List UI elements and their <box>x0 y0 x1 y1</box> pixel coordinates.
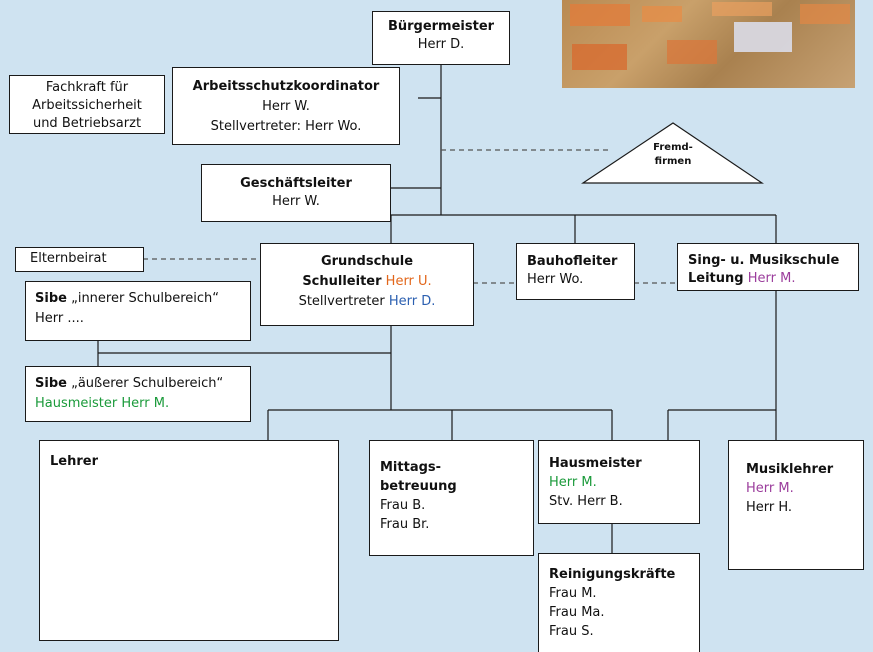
sibe-outer-scope: „äußerer Schulbereich“ <box>71 376 224 391</box>
geschaeftsleiter-box: Geschäftsleiter Herr W. <box>201 164 391 222</box>
hausmeister-name: Herr M. <box>549 475 597 490</box>
grundschule-leader-label: Schulleiter <box>302 274 382 289</box>
arbeitsschutz-title: Arbeitsschutzkoordinator <box>192 79 380 94</box>
hausmeister-box: Hausmeister Herr M. Stv. Herr B. <box>538 440 700 524</box>
sibe-outer-box: Sibe „äußerer Schulbereich“ Hausmeister … <box>25 366 251 422</box>
grundschule-leader-name: Herr U. <box>385 274 432 289</box>
mittag-name-1: Frau B. <box>380 498 426 513</box>
musiklehrer-title: Musiklehrer <box>746 462 834 477</box>
hausmeister-deputy: Stv. Herr B. <box>549 494 623 509</box>
musiklehrer-box: Musiklehrer Herr M. Herr H. <box>728 440 864 570</box>
grundschule-title: Grundschule <box>320 254 414 269</box>
photo-image <box>562 0 855 88</box>
reinigung-name-1: Frau M. <box>549 586 597 601</box>
lehrer-title: Lehrer <box>50 454 98 469</box>
arbeitsschutz-box: Arbeitsschutzkoordinator Herr W. Stellve… <box>172 67 400 145</box>
musikschule-box: Sing- u. Musikschule Leitung Herr M. <box>677 243 859 291</box>
grundschule-box: Grundschule Schulleiter Herr U. Stellver… <box>260 243 474 326</box>
bauhof-name: Herr Wo. <box>527 272 584 287</box>
fremdfirmen-label: Fremd- firmen <box>641 141 705 169</box>
reinigung-name-3: Frau S. <box>549 624 594 639</box>
buergermeister-title: Bürgermeister <box>387 19 495 34</box>
fachkraft-line3: und Betriebsarzt <box>32 116 142 131</box>
buergermeister-name: Herr D. <box>417 37 465 52</box>
mittag-title1: Mittags- <box>380 460 442 475</box>
elternbeirat-label: Elternbeirat <box>30 251 107 266</box>
musikschule-title: Sing- u. Musikschule <box>688 253 840 268</box>
fremdfirmen-line1: Fremd- <box>653 142 693 153</box>
arbeitsschutz-deputy: Stellvertreter: Herr Wo. <box>210 119 362 134</box>
geschaeftsleiter-title: Geschäftsleiter <box>240 176 352 191</box>
grundschule-deputy-label: Stellvertreter <box>298 294 385 309</box>
mittag-title2: betreuung <box>380 479 457 494</box>
reinigung-box: Reinigungskräfte Frau M. Frau Ma. Frau S… <box>538 553 700 652</box>
musiklehrer-name-1: Herr M. <box>746 481 794 496</box>
sibe-inner-scope: „innerer Schulbereich“ <box>71 291 219 306</box>
bauhof-box: Bauhofleiter Herr Wo. <box>516 243 635 300</box>
mittag-name-2: Frau Br. <box>380 517 430 532</box>
musikschule-leader-name: Herr M. <box>747 271 796 286</box>
bauhof-title: Bauhofleiter <box>527 254 618 269</box>
sibe-outer-title: Sibe <box>35 376 67 391</box>
sibe-inner-box: Sibe „innerer Schulbereich“ Herr .... <box>25 281 251 341</box>
fachkraft-line2: Arbeitssicherheit <box>32 98 142 113</box>
hausmeister-title: Hausmeister <box>549 456 642 471</box>
sibe-inner-title: Sibe <box>35 291 67 306</box>
fachkraft-line1: Fachkraft für <box>45 80 129 95</box>
geschaeftsleiter-name: Herr W. <box>272 194 320 209</box>
fremdfirmen-triangle <box>581 122 764 184</box>
buergermeister-box: Bürgermeister Herr D. <box>372 11 510 65</box>
musiklehrer-name-2: Herr H. <box>746 500 793 515</box>
fremdfirmen-line2: firmen <box>654 156 692 167</box>
grundschule-deputy-name: Herr D. <box>388 294 436 309</box>
reinigung-title: Reinigungskräfte <box>549 567 676 582</box>
mittag-box: Mittags- betreuung Frau B. Frau Br. <box>369 440 534 556</box>
arbeitsschutz-name: Herr W. <box>262 99 310 114</box>
fachkraft-box: Fachkraft für Arbeitssicherheit und Betr… <box>9 75 165 134</box>
reinigung-name-2: Frau Ma. <box>549 605 605 620</box>
lehrer-box: Lehrer <box>39 440 339 641</box>
sibe-outer-name: Hausmeister Herr M. <box>35 396 170 411</box>
elternbeirat-box: Elternbeirat <box>15 247 144 272</box>
musikschule-leader-label: Leitung <box>688 271 744 286</box>
sibe-inner-name: Herr .... <box>35 311 84 326</box>
